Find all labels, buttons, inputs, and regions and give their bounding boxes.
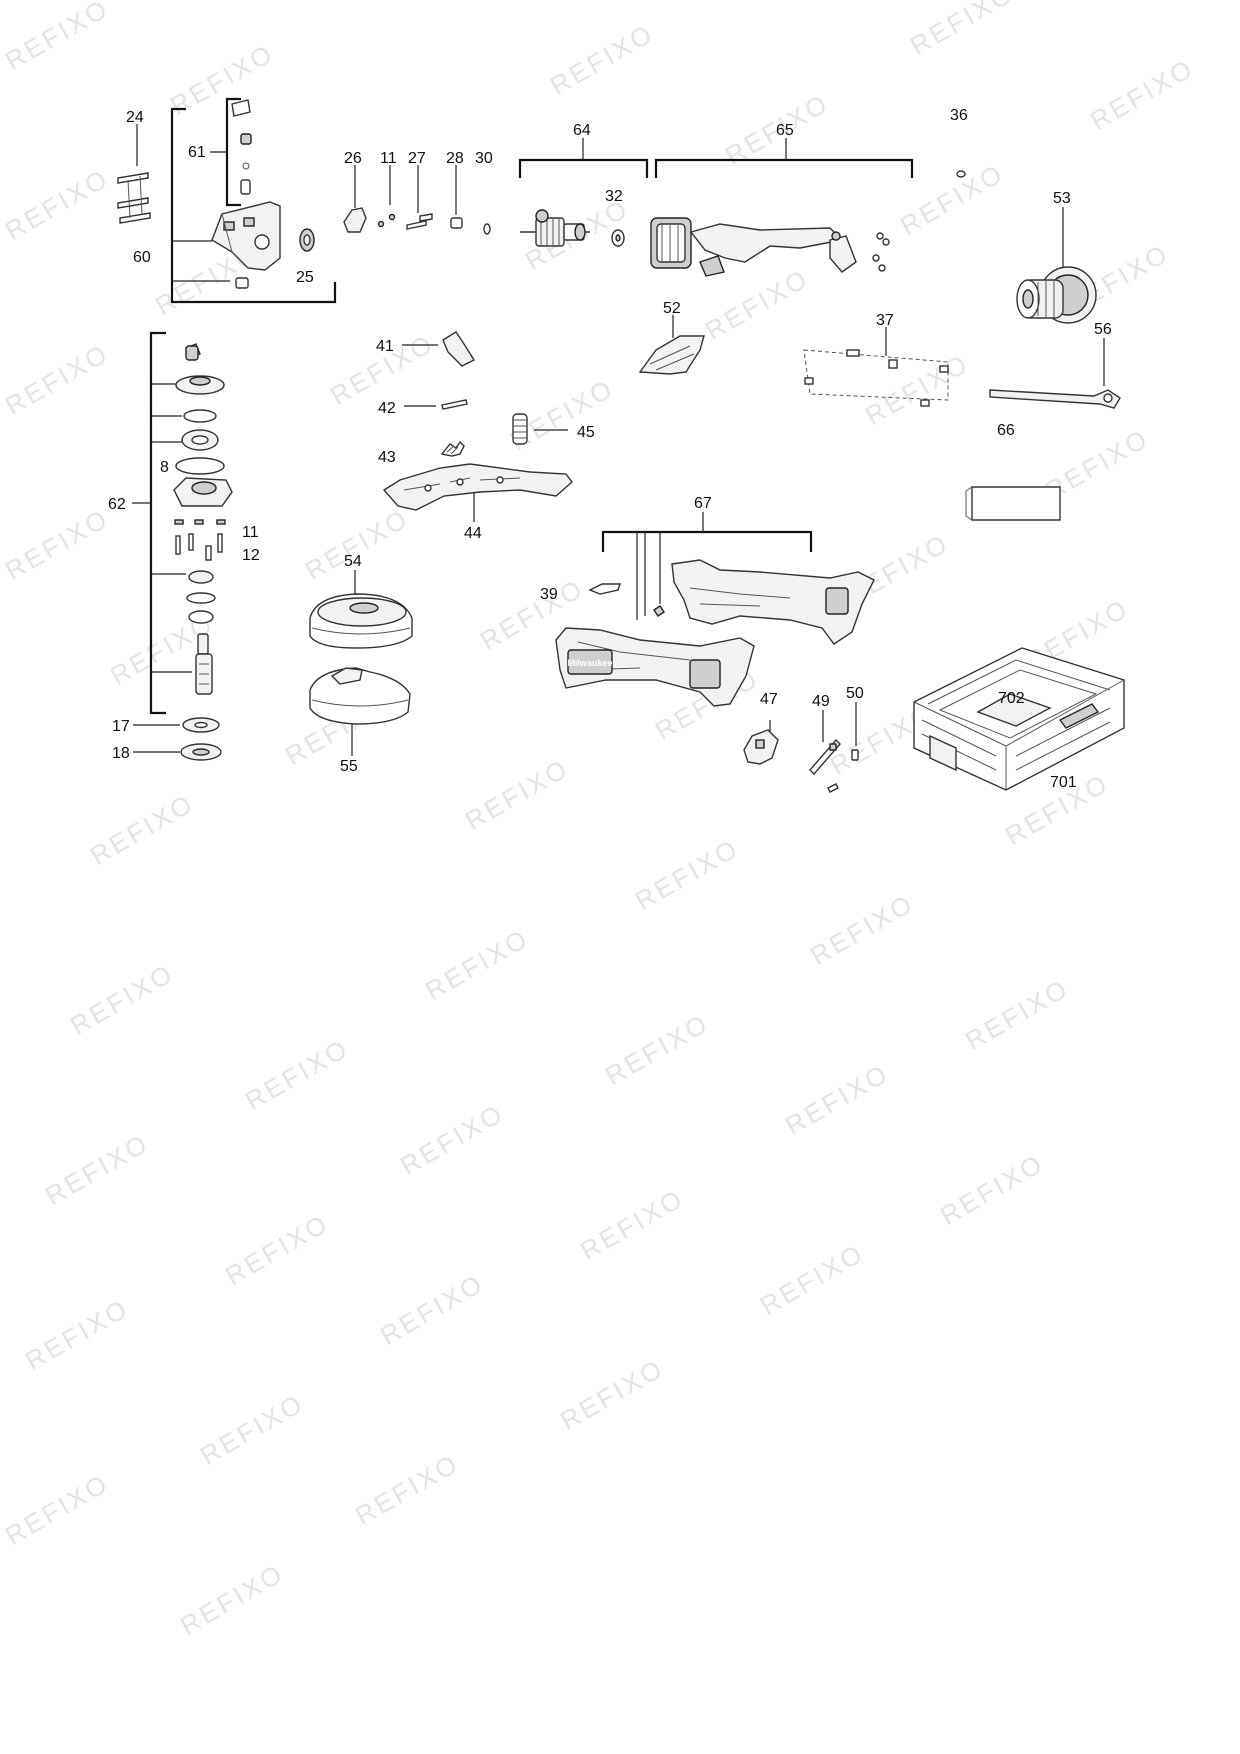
spanner-56 <box>989 338 1121 409</box>
housing-logo: Milwaukee <box>567 658 612 668</box>
screw-67 <box>653 605 665 617</box>
spindle-parts-62 <box>173 343 233 695</box>
guard-54 <box>309 570 413 649</box>
bearing-25 <box>299 228 315 252</box>
callout-8: 8 <box>160 459 169 476</box>
callout-41: 41 <box>376 338 394 355</box>
part-47 <box>743 720 779 765</box>
callout-50: 50 <box>846 685 864 702</box>
callout-24: 24 <box>126 109 144 126</box>
callout-702: 702 <box>998 690 1025 707</box>
callout-45: 45 <box>577 424 595 441</box>
callout-53: 53 <box>1053 190 1071 207</box>
callout-30: 30 <box>475 150 493 167</box>
screw-50 <box>851 702 859 761</box>
callout-26: 26 <box>344 150 362 167</box>
pin-42 <box>404 399 468 410</box>
screws-24 <box>117 124 151 224</box>
trigger-41 <box>402 331 476 367</box>
part-49 <box>809 710 841 793</box>
callout-60: 60 <box>133 249 151 266</box>
gearbox-53 <box>1016 207 1097 324</box>
callout-61: 61 <box>188 144 206 161</box>
callout-67: 67 <box>694 495 712 512</box>
small-part-39 <box>588 583 621 595</box>
callout-66: 66 <box>997 422 1015 439</box>
callout-44: 44 <box>464 525 482 542</box>
paddle-44 <box>382 463 573 522</box>
group-61-bracket <box>210 97 241 207</box>
callout-37: 37 <box>876 312 894 329</box>
spring-43 <box>440 440 465 457</box>
callout-36: 36 <box>950 107 968 124</box>
callout-27: 27 <box>408 150 426 167</box>
callout-65: 65 <box>776 122 794 139</box>
part-26 <box>343 165 367 233</box>
housing-half-right <box>671 559 875 645</box>
small-part-36 <box>956 170 966 178</box>
spring-45 <box>512 413 568 445</box>
bearing-32 <box>611 229 625 247</box>
callout-32: 32 <box>605 188 623 205</box>
group-65-bracket <box>654 138 914 178</box>
callout-52: 52 <box>663 300 681 317</box>
gear-housing-60 <box>211 201 281 289</box>
guard-55 <box>309 667 411 756</box>
group-67-bracket <box>601 512 813 620</box>
spindle-lock-parts <box>231 99 252 195</box>
switch-52 <box>638 315 705 375</box>
screw-27 <box>406 165 433 230</box>
group-64-bracket <box>518 138 649 178</box>
callout-labels: 24 61 60 25 26 11 27 28 30 64 32 65 36 5… <box>108 107 1112 791</box>
group-60-bracket <box>170 107 337 304</box>
ring-30 <box>483 223 491 235</box>
group-62-bracket <box>132 331 192 715</box>
callout-55: 55 <box>340 758 358 775</box>
callout-54: 54 <box>344 553 362 570</box>
callout-25: 25 <box>296 269 314 286</box>
part-11-small <box>377 165 396 228</box>
callout-56: 56 <box>1094 321 1112 338</box>
callout-28: 28 <box>446 150 464 167</box>
callout-17: 17 <box>112 718 130 735</box>
callout-12: 12 <box>242 547 260 564</box>
callout-43: 43 <box>378 449 396 466</box>
nut-18 <box>133 743 222 761</box>
case-701 <box>913 647 1125 791</box>
callout-42: 42 <box>378 400 396 417</box>
callout-64: 64 <box>573 122 591 139</box>
flange-17 <box>133 717 220 733</box>
callout-701: 701 <box>1050 774 1077 791</box>
callout-39: 39 <box>540 586 558 603</box>
callout-49: 49 <box>812 693 830 710</box>
callout-62: 62 <box>108 496 126 513</box>
cover-37 <box>803 327 949 407</box>
label-66 <box>965 486 1061 521</box>
part-28 <box>450 165 463 229</box>
callout-47: 47 <box>760 691 778 708</box>
callout-11: 11 <box>380 150 397 167</box>
housing-half-left: Milwaukee <box>555 627 755 707</box>
callout-11-lower: 11 <box>242 524 259 541</box>
stator-65 <box>650 217 890 277</box>
callout-18: 18 <box>112 745 130 762</box>
armature-64 <box>520 209 590 247</box>
